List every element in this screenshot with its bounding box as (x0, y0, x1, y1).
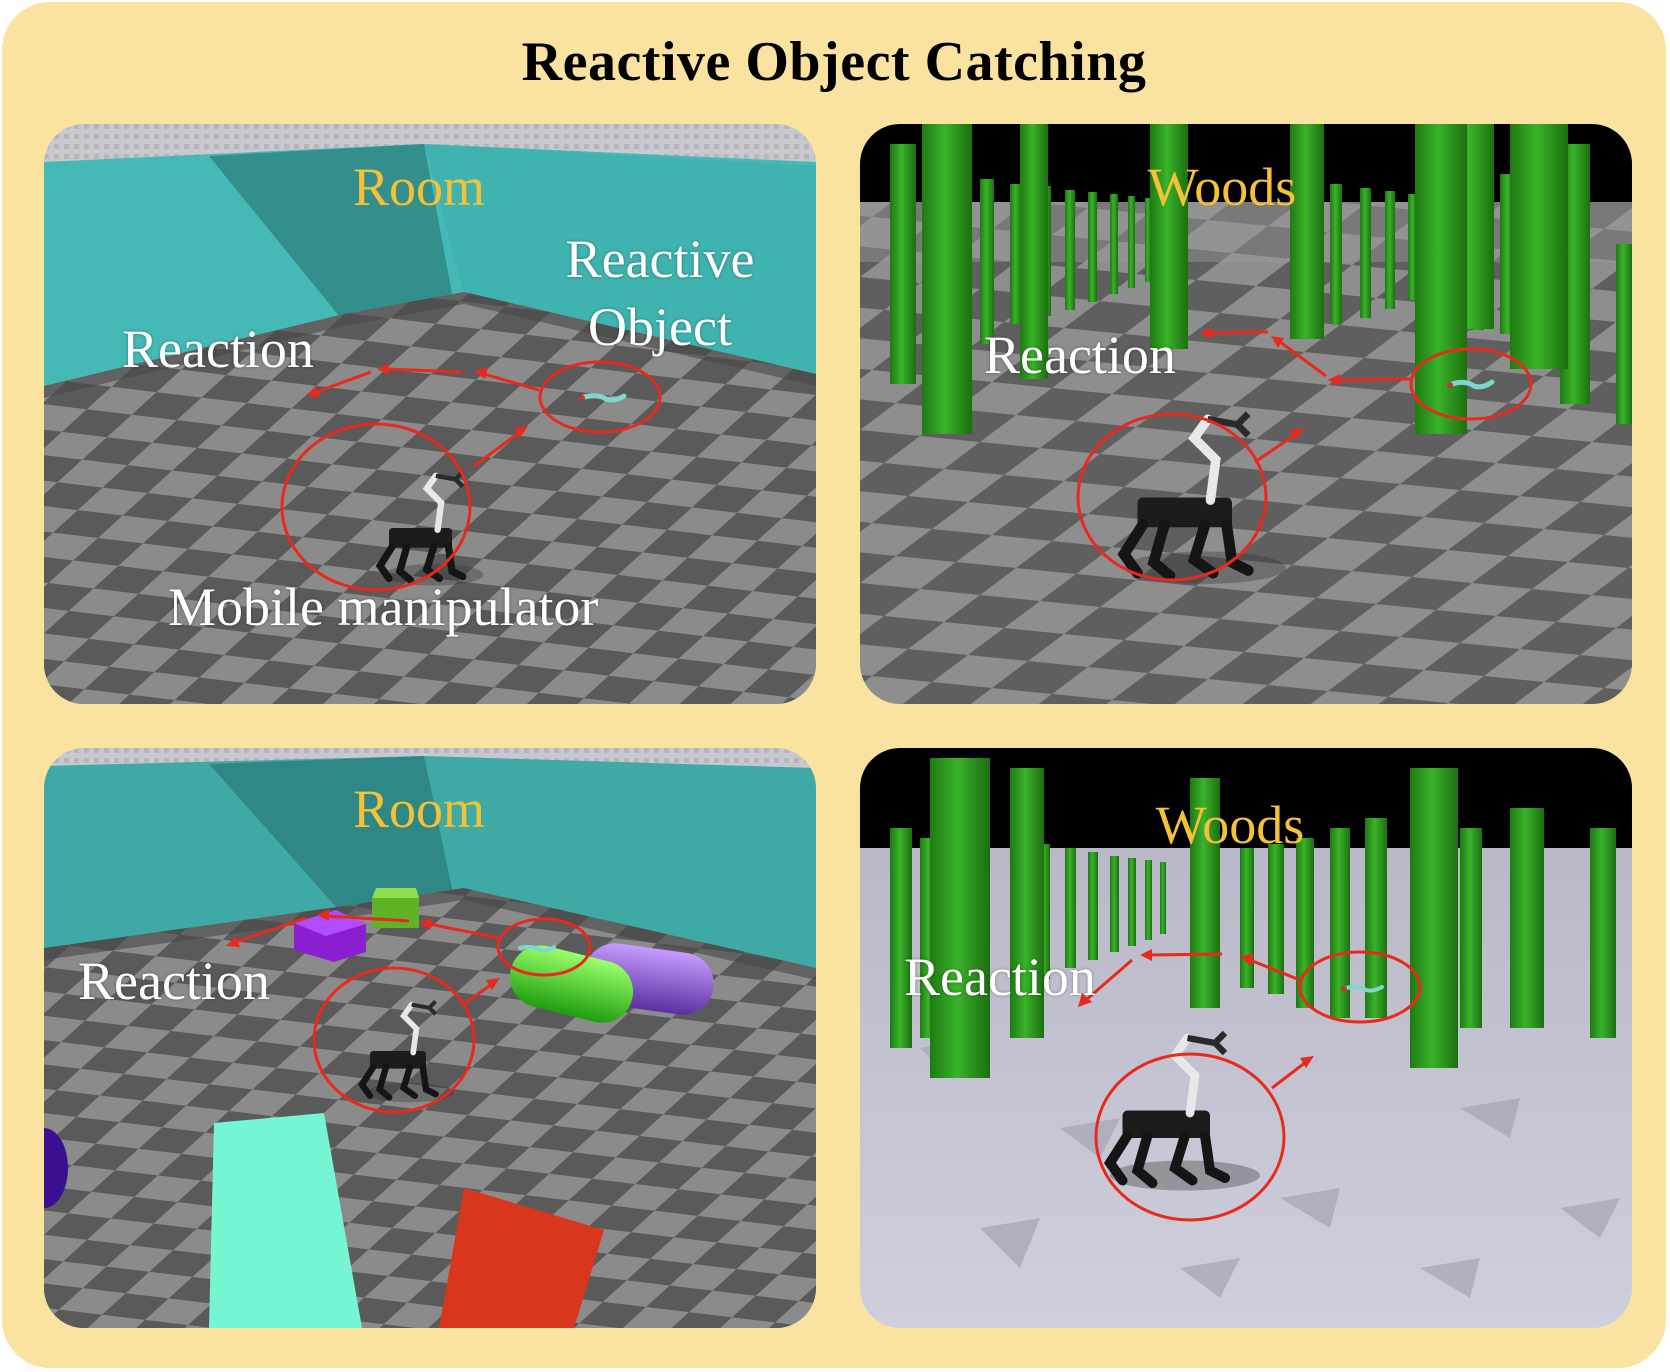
panel-room-top: Room Reaction Reactive Object Mobile man… (44, 124, 816, 704)
robot-dog (1117, 411, 1286, 584)
env-label-room-top: Room (352, 157, 486, 217)
reactive-object-label-line1: Reactive (565, 229, 755, 289)
room-scene-top (44, 124, 816, 704)
annotation-arrows (280, 360, 662, 592)
obstacles (44, 888, 714, 1328)
woods-scene-top (860, 124, 1632, 704)
reactive-object (1341, 984, 1384, 993)
reaction-label-woods-top: Reaction (984, 325, 1176, 385)
mobile-manipulator-label: Mobile manipulator (168, 577, 599, 637)
robot-dog (358, 999, 454, 1103)
woods-scene-bottom (860, 748, 1632, 1328)
reactive-object (518, 944, 556, 953)
robot-dog (375, 470, 484, 586)
panel-woods-bottom: Woods Reaction (860, 748, 1632, 1328)
env-label-woods-bottom: Woods (1155, 795, 1305, 855)
annotation-arrows (1076, 327, 1533, 582)
panel-woods-top: Woods Reaction (860, 124, 1632, 704)
env-label-room-bottom: Room (352, 779, 486, 839)
reaction-label-room-top: Reaction (122, 319, 314, 379)
env-label-woods-top: Woods (1147, 157, 1297, 217)
annotation-arrows (226, 909, 592, 1114)
reaction-label-room-bottom: Reaction (78, 951, 270, 1011)
reactive-object (1447, 379, 1495, 390)
robot-dog (1103, 1030, 1260, 1191)
trees (890, 758, 1616, 1078)
figure-title: Reactive Object Catching (521, 31, 1147, 93)
reaction-label-woods-bottom: Reaction (904, 947, 1096, 1007)
annotation-arrows (1078, 949, 1422, 1222)
reactive-object (579, 393, 627, 403)
panel-room-bottom: Room Reaction (44, 748, 816, 1328)
reactive-object-label-line2: Object (588, 297, 732, 357)
room-scene-bottom (44, 748, 816, 1328)
